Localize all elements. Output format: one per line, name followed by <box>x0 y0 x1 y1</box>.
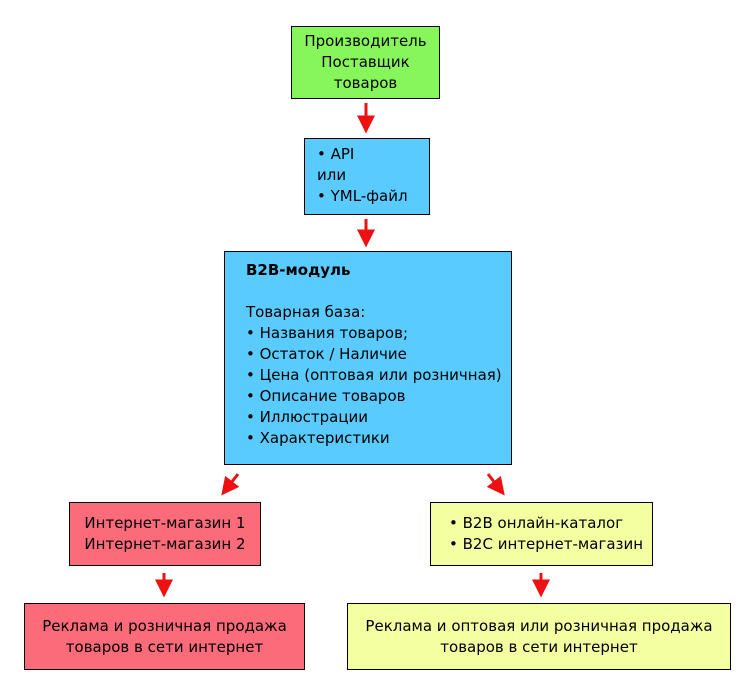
b2b-item-stock: Остаток / Наличие <box>246 344 511 365</box>
producer-line-3: товаров <box>333 74 398 92</box>
b2b-module-title: B2B-модуль <box>246 261 351 279</box>
api-connector: или <box>317 166 347 184</box>
catalogs-box: B2B онлайн-каталог B2C интернет-магазин <box>430 502 653 566</box>
shop-1: Интернет-магазин 1 <box>84 514 246 532</box>
b2b-item-names: Названия товаров; <box>246 323 511 344</box>
catalog-b2b: B2B онлайн-каталог <box>449 513 652 534</box>
wholesale-ads-line-2: товаров в сети интернет <box>440 637 638 656</box>
b2b-module-subtitle: Товарная база: <box>246 303 366 321</box>
producer-line-1: Производитель <box>304 32 427 50</box>
wholesale-ads-line-1: Реклама и оптовая или розничная продажа <box>365 616 713 635</box>
wholesale-ads-box: Реклама и оптовая или розничная продажа … <box>347 603 731 670</box>
producer-box: Производитель Поставщик товаров <box>291 26 440 99</box>
b2b-item-characteristics: Характеристики <box>246 428 511 449</box>
api-box: API или YML-файл <box>304 138 430 215</box>
api-item: API <box>317 144 429 165</box>
b2b-module-box: B2B-модуль Товарная база: Названия товар… <box>224 251 512 465</box>
arrow-module-to-shops <box>221 473 240 496</box>
retail-ads-line-1: Реклама и розничная продажа <box>42 616 287 635</box>
shop-2: Интернет-магазин 2 <box>84 535 246 553</box>
b2b-item-illustrations: Иллюстрации <box>246 407 511 428</box>
yml-item: YML-файл <box>317 186 429 207</box>
retail-ads-box: Реклама и розничная продажа товаров в се… <box>24 603 305 670</box>
retail-ads-line-2: товаров в сети интернет <box>65 637 264 656</box>
catalog-b2c: B2C интернет-магазин <box>449 534 652 555</box>
b2b-module-spacer <box>246 281 511 302</box>
b2b-item-price: Цена (оптовая или розничная) <box>246 365 511 386</box>
b2b-item-description: Описание товаров <box>246 386 511 407</box>
shops-box: Интернет-магазин 1 Интернет-магазин 2 <box>69 502 261 566</box>
producer-line-2: Поставщик <box>321 53 410 71</box>
arrow-module-to-catalogs <box>486 473 505 496</box>
